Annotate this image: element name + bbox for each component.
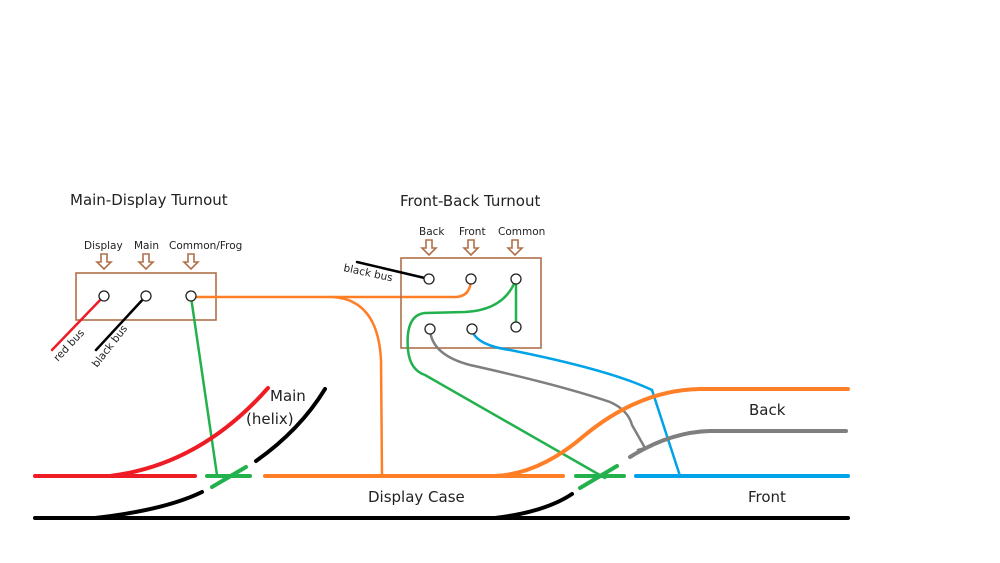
main-display-arrows [95,253,200,271]
terminal-back [423,273,435,285]
terminal-label-main: Main [134,240,159,252]
terminal-label-back: Back [419,226,445,238]
black-main-curve-lower [93,490,204,520]
front-back-turnout-title: Front-Back Turnout [400,192,540,210]
back-track-label: Back [749,401,786,419]
terminal-common [510,273,522,285]
terminal-label-common: Common [498,226,545,238]
front-back-arrows [420,239,524,257]
blue-front-rail-wire [470,328,682,478]
gray-back-rail-wire [428,328,647,450]
front-back-terminal-labels: Back Front Common [419,226,545,238]
gray-back-rail [628,429,848,459]
red-bus-wire [50,294,106,352]
black-main-curve-upper [254,387,327,463]
front-track-label: Front [748,488,786,506]
down-arrow-icon [506,239,524,257]
terminal-label-common-frog: Common/Frog [169,240,242,252]
terminal-lower-right [510,321,522,333]
frog-front-back-diverge [578,464,619,490]
terminal-main [140,290,152,302]
black-bus-wire-main [94,294,148,352]
display-case-label: Display Case [368,488,465,506]
main-display-turnout-title: Main-Display Turnout [70,191,228,209]
main-label-line2: (helix) [246,410,294,428]
black-bus-wire-back [355,260,431,281]
terminal-front [465,273,477,285]
down-arrow-icon [462,239,480,257]
front-back-turnout-box [400,257,542,349]
main-label-line1: Main [270,387,306,405]
down-arrow-icon [95,253,113,271]
red-main-curve [108,386,270,478]
terminal-common-frog [185,290,197,302]
frog-main-display-diverge [210,465,248,489]
black-bus-label-main: black bus [90,323,130,370]
orange-back-rail [493,387,850,478]
down-arrow-icon [137,253,155,271]
orange-drop-wire [331,295,384,478]
terminal-lower-left [424,323,436,335]
terminal-display [98,290,110,302]
terminal-label-front: Front [459,226,486,238]
terminal-label-display: Display [84,240,123,252]
down-arrow-icon [182,253,200,271]
black-front-back-curve [493,492,574,520]
green-frog-wire-1 [189,295,219,477]
down-arrow-icon [420,239,438,257]
green-frog-wire-2 [406,277,607,480]
terminal-lower-middle [466,323,478,335]
main-display-terminal-labels: Display Main Common/Frog [84,240,242,252]
